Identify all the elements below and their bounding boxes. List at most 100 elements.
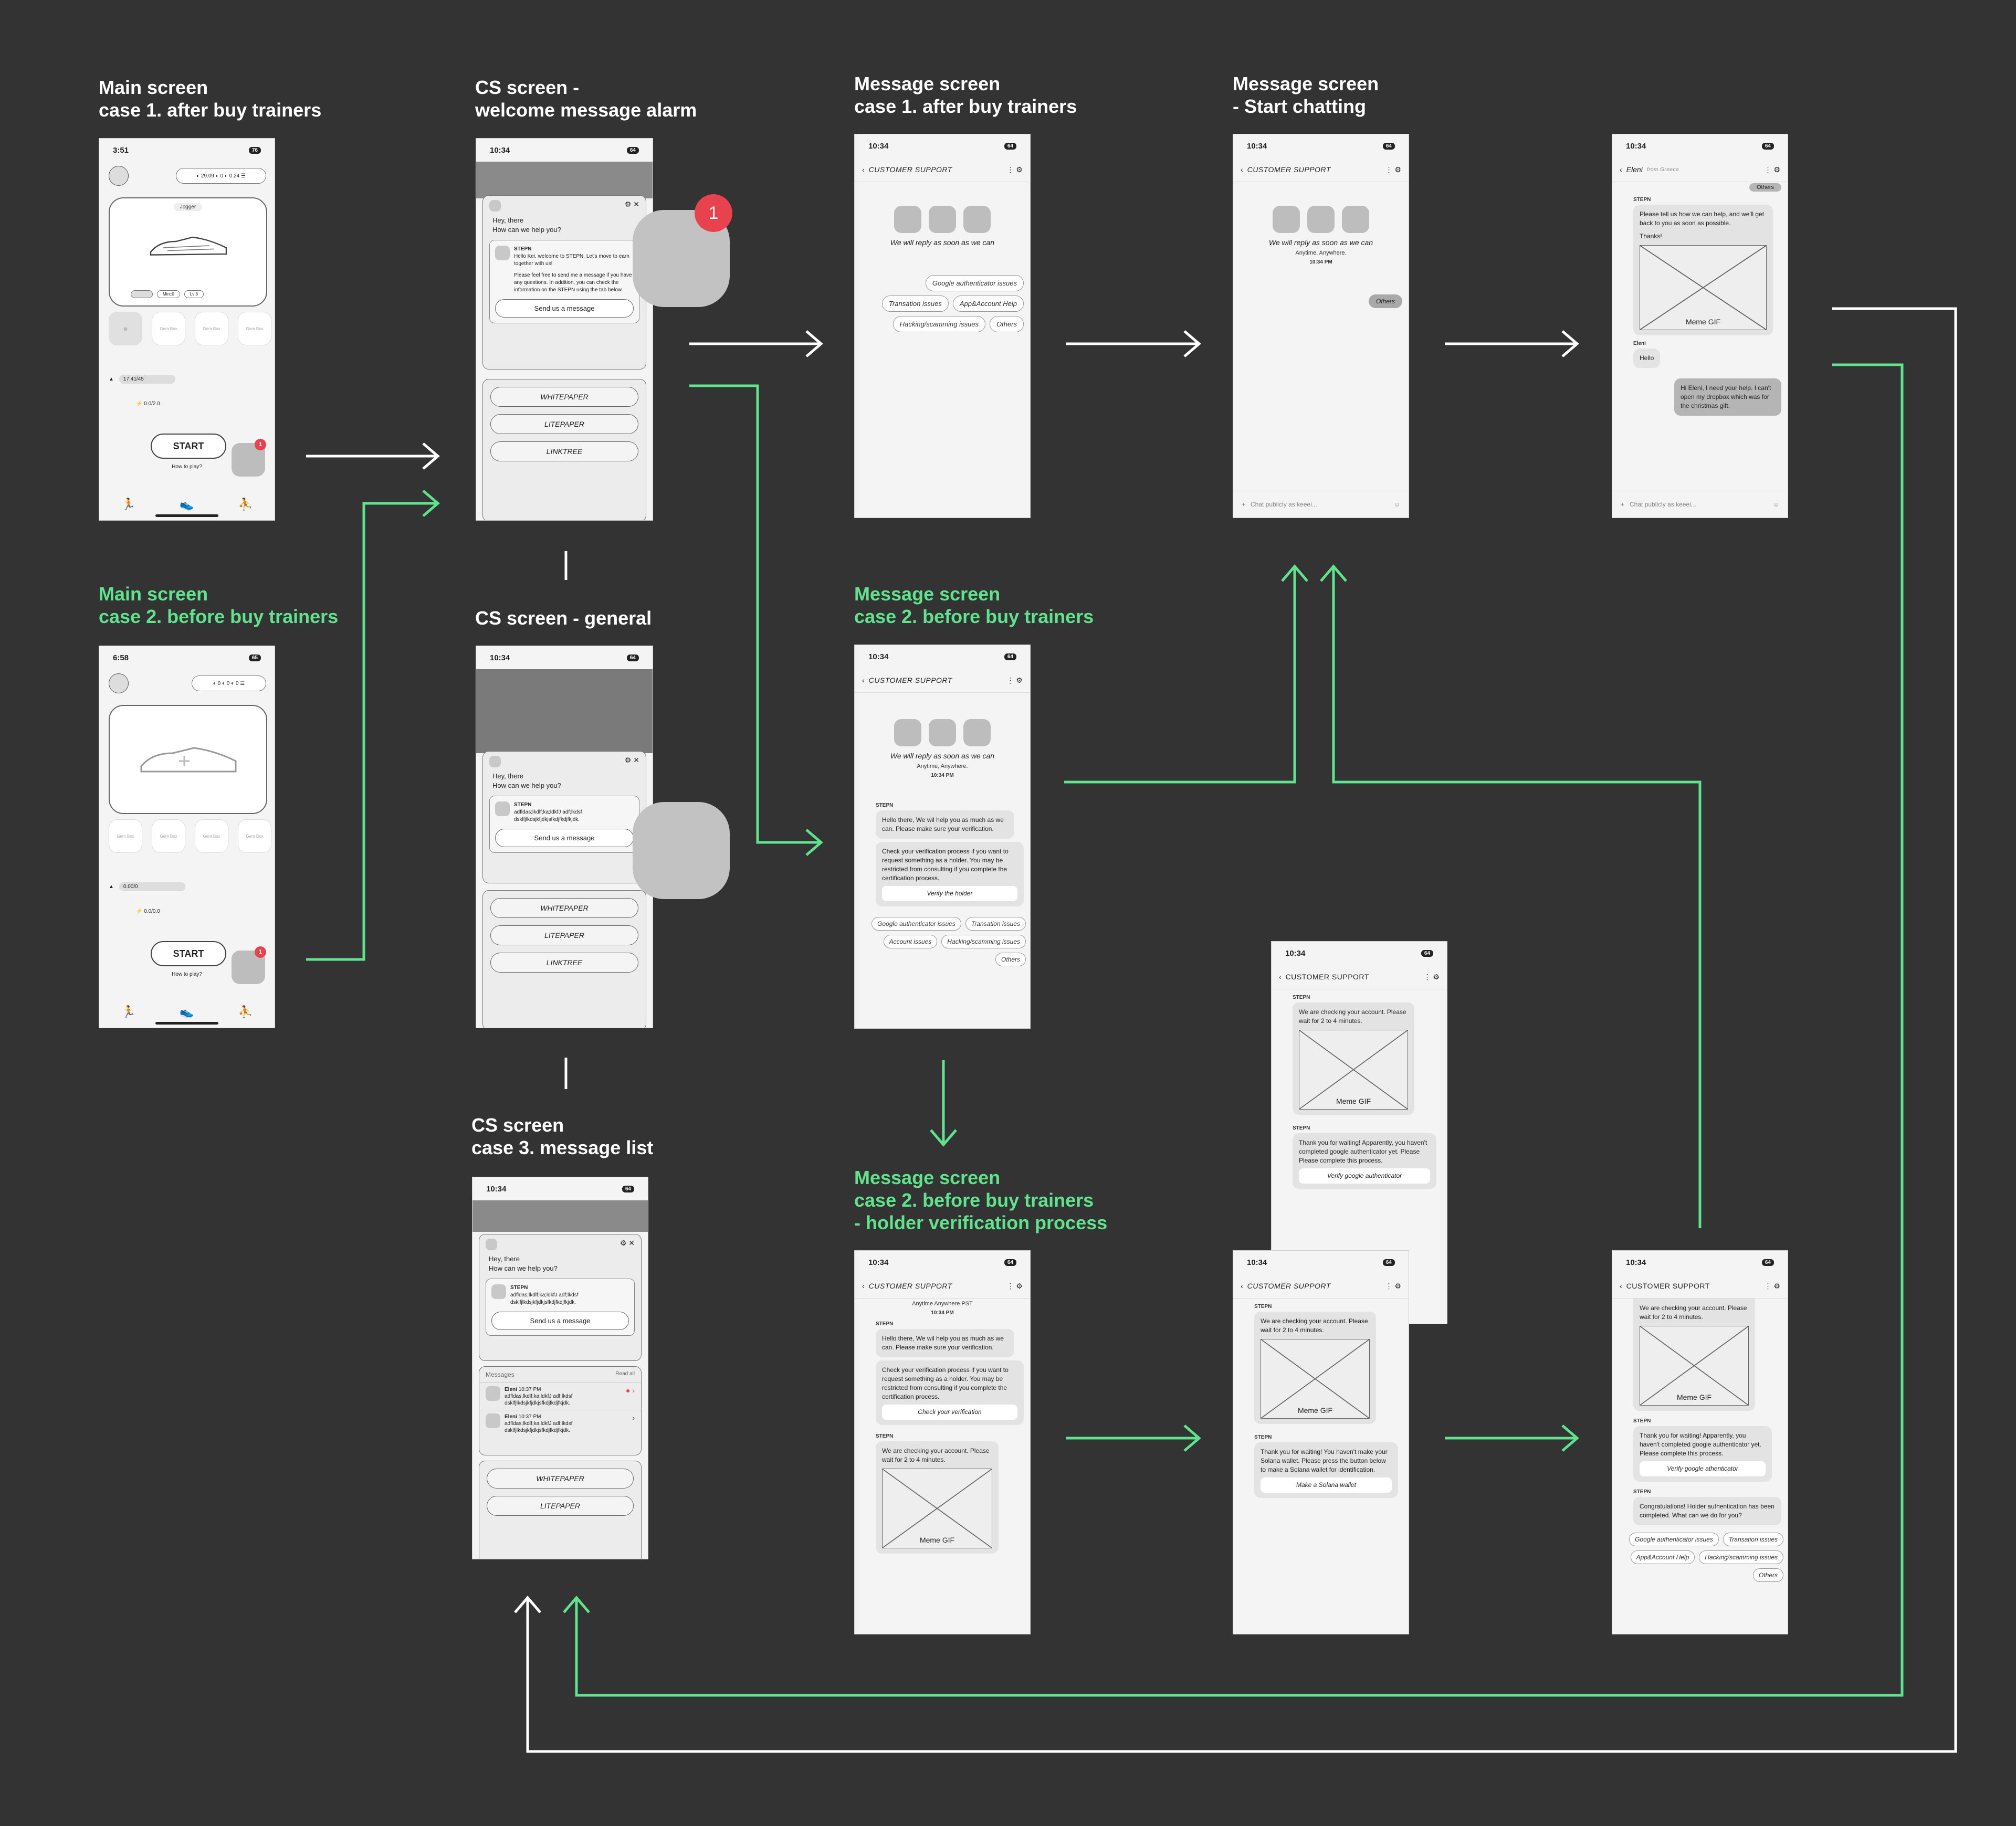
bot-message: Please tell us how we can help, and we'l… <box>1633 205 1773 335</box>
verify-google-button[interactable]: Verify google athenticator <box>1640 1461 1766 1476</box>
linktree-button[interactable]: LINKTREE <box>490 953 638 973</box>
chip-hacking[interactable]: Hacking/scamming issues <box>1699 1550 1783 1564</box>
whitepaper-button[interactable]: WHITEPAPER <box>490 898 638 918</box>
linktree-button[interactable]: LINKTREE <box>490 441 638 461</box>
sneaker-tag: Jogger <box>173 203 203 211</box>
send-message-button[interactable]: Send us a message <box>491 1312 629 1330</box>
chip-others[interactable]: Others <box>989 316 1024 332</box>
user-message: Hi Eleni, I need your help. I can't open… <box>1674 378 1781 416</box>
back-icon[interactable]: ‹ <box>1241 165 1243 174</box>
token-balance[interactable]: ◐ 29.09 ◐ 0 ◐ 0.24 ☰ <box>176 168 266 184</box>
start-button[interactable]: START <box>151 434 226 459</box>
litepaper-button[interactable]: LITEPAPER <box>487 1496 634 1516</box>
back-icon[interactable]: ‹ <box>862 165 865 174</box>
how-to-play-link[interactable]: How to play? <box>172 464 202 470</box>
avatar-icon[interactable] <box>109 166 129 186</box>
home-indicator <box>155 1022 218 1025</box>
cs-launcher-bubble[interactable] <box>633 802 730 899</box>
energy-row-1: ▲ 17.41/45 <box>109 375 175 384</box>
status-time: 10:34 <box>486 1184 507 1194</box>
avatar-icon[interactable] <box>109 673 129 693</box>
settings-icon[interactable]: ⋮ ⚙ <box>1423 972 1440 981</box>
close-icon[interactable]: ⚙ ✕ <box>624 200 639 208</box>
plus-icon[interactable]: + <box>1621 501 1625 508</box>
send-message-button[interactable]: Send us a message <box>495 299 634 318</box>
chip-google-auth[interactable]: Google authenticator issues <box>872 917 961 931</box>
settings-icon[interactable]: ⋮ ⚙ <box>1006 675 1023 684</box>
chip-transation[interactable]: Transation issues <box>881 295 949 312</box>
chip-hacking[interactable]: Hacking/scamming issues <box>892 316 985 332</box>
read-all-link[interactable]: Read all <box>615 1371 635 1377</box>
run-icon[interactable]: 🏃 <box>121 498 136 511</box>
bot-message: Thank you for waiting! Apparently, you h… <box>1633 1426 1772 1482</box>
chat-input[interactable]: Chat publicly as keeei... <box>1630 501 1696 508</box>
close-icon[interactable]: ⚙ ✕ <box>620 1239 635 1247</box>
start-button[interactable]: START <box>151 941 226 966</box>
chip-transation[interactable]: Transation issues <box>965 917 1026 931</box>
verify-google-button[interactable]: Verify google authenticator <box>1299 1168 1430 1184</box>
chip-others[interactable]: Others <box>995 953 1026 966</box>
quick-reply-chips: Google authenticator issues Transation i… <box>855 247 1030 334</box>
meme-gif: Meme GIF <box>1640 1326 1749 1406</box>
chip-google-auth[interactable]: Google authenticator issues <box>1629 1533 1719 1546</box>
quick-reply-chips: Google authenticator issues Transation i… <box>855 906 1030 968</box>
close-icon[interactable]: ⚙ ✕ <box>624 756 639 764</box>
litepaper-button[interactable]: LITEPAPER <box>490 414 638 434</box>
back-icon[interactable]: ‹ <box>1620 1282 1622 1290</box>
podium-icon[interactable]: ⛹ <box>238 1005 253 1018</box>
back-icon[interactable]: ‹ <box>862 676 865 684</box>
back-icon[interactable]: ‹ <box>862 1282 865 1290</box>
settings-icon[interactable]: ⋮ ⚙ <box>1006 165 1023 174</box>
chip-transation[interactable]: Transation issues <box>1723 1533 1783 1546</box>
emoji-icon[interactable]: ☺ <box>1393 501 1400 508</box>
settings-icon[interactable]: ⋮ ⚙ <box>1385 1281 1401 1290</box>
status-time: 10:34 <box>490 653 510 662</box>
podium-icon[interactable]: ⛹ <box>238 498 253 511</box>
chip-hacking[interactable]: Hacking/scamming issues <box>941 935 1026 948</box>
plus-icon[interactable]: + <box>1242 501 1246 508</box>
empty-sneaker-card[interactable] <box>109 705 267 814</box>
title-msg-start: Message screen- Start chatting <box>1233 73 1379 117</box>
token-balance[interactable]: ◐ 0 ◐ 0 ◐ 0 ☰ <box>192 675 266 691</box>
quick-reply-chips: Google authenticator issues Transation i… <box>1612 1525 1788 1584</box>
whitepaper-button[interactable]: WHITEPAPER <box>490 387 638 407</box>
how-to-play-link[interactable]: How to play? <box>172 972 202 977</box>
check-verification-button[interactable]: Check your verification <box>882 1405 1017 1420</box>
verify-holder-button[interactable]: Verify the holder <box>882 886 1017 901</box>
sneaker-tab-icon[interactable]: 👟 <box>180 498 194 511</box>
settings-icon[interactable]: ⋮ ⚙ <box>1385 165 1401 174</box>
back-icon[interactable]: ‹ <box>1279 973 1282 981</box>
chat-header: ‹CUSTOMER SUPPORT⋮ ⚙ <box>1272 965 1447 989</box>
make-solana-button[interactable]: Make a Solana wallet <box>1261 1477 1392 1493</box>
meme-gif: Meme GIF <box>1261 1339 1370 1419</box>
sneaker-tab-icon[interactable]: 👟 <box>180 1005 194 1018</box>
whitepaper-button[interactable]: WHITEPAPER <box>487 1469 634 1489</box>
chip-app-account[interactable]: App&Account Help <box>1630 1550 1695 1564</box>
settings-icon[interactable]: ⋮ ⚙ <box>1764 1281 1780 1290</box>
send-message-button[interactable]: Send us a message <box>495 829 634 847</box>
emoji-icon[interactable]: ☺ <box>1772 501 1779 508</box>
back-icon[interactable]: ‹ <box>1241 1282 1243 1290</box>
chip-account[interactable]: Account issues <box>883 935 938 948</box>
chip-google-auth[interactable]: Google authenticator issues <box>925 275 1024 291</box>
chip-app-account[interactable]: App&Account Help <box>952 295 1024 312</box>
back-icon[interactable]: ‹ <box>1620 165 1622 174</box>
litepaper-button[interactable]: LITEPAPER <box>490 925 638 945</box>
arrow-msg2-to-start <box>1064 567 1296 784</box>
chip-others[interactable]: Others <box>1752 1568 1783 1582</box>
settings-icon[interactable]: ⋮ ⚙ <box>1764 165 1780 174</box>
settings-icon[interactable]: ⋮ ⚙ <box>1006 1281 1023 1290</box>
chat-input[interactable]: Chat publicly as keeei... <box>1251 501 1317 508</box>
run-icon[interactable]: 🏃 <box>121 1005 136 1018</box>
